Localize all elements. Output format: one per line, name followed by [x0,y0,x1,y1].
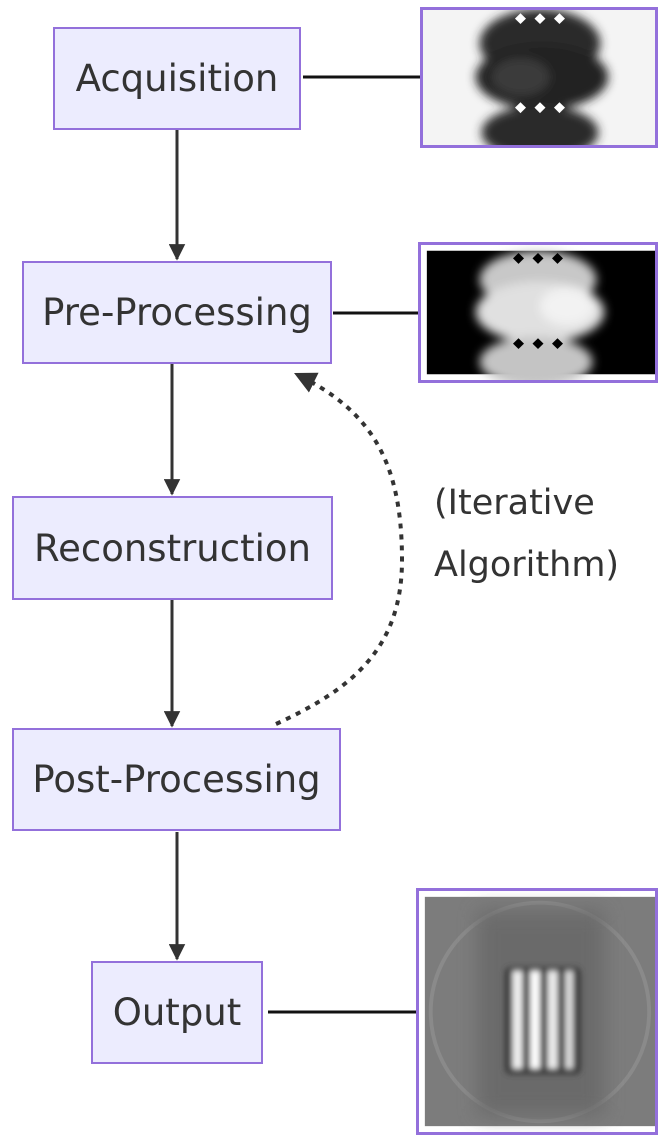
loop-label-line-1: (Iterative [434,483,595,523]
sinogram-preprocessed-image [418,242,658,383]
node-reconstruction[interactable]: Reconstruction [12,496,333,600]
node-output[interactable]: Output [91,961,263,1064]
node-preprocessing[interactable]: Pre-Processing [22,261,332,364]
loop-label-line-2: Algorithm) [434,545,620,585]
sinogram-raw-image [420,7,658,148]
node-postprocessing[interactable]: Post-Processing [12,728,341,831]
node-acquisition[interactable]: Acquisition [53,27,301,130]
reconstruction-output-image [416,888,658,1135]
loop-label: (Iterative Algorithm) [434,472,619,596]
edge-iterative-loop [275,372,405,726]
